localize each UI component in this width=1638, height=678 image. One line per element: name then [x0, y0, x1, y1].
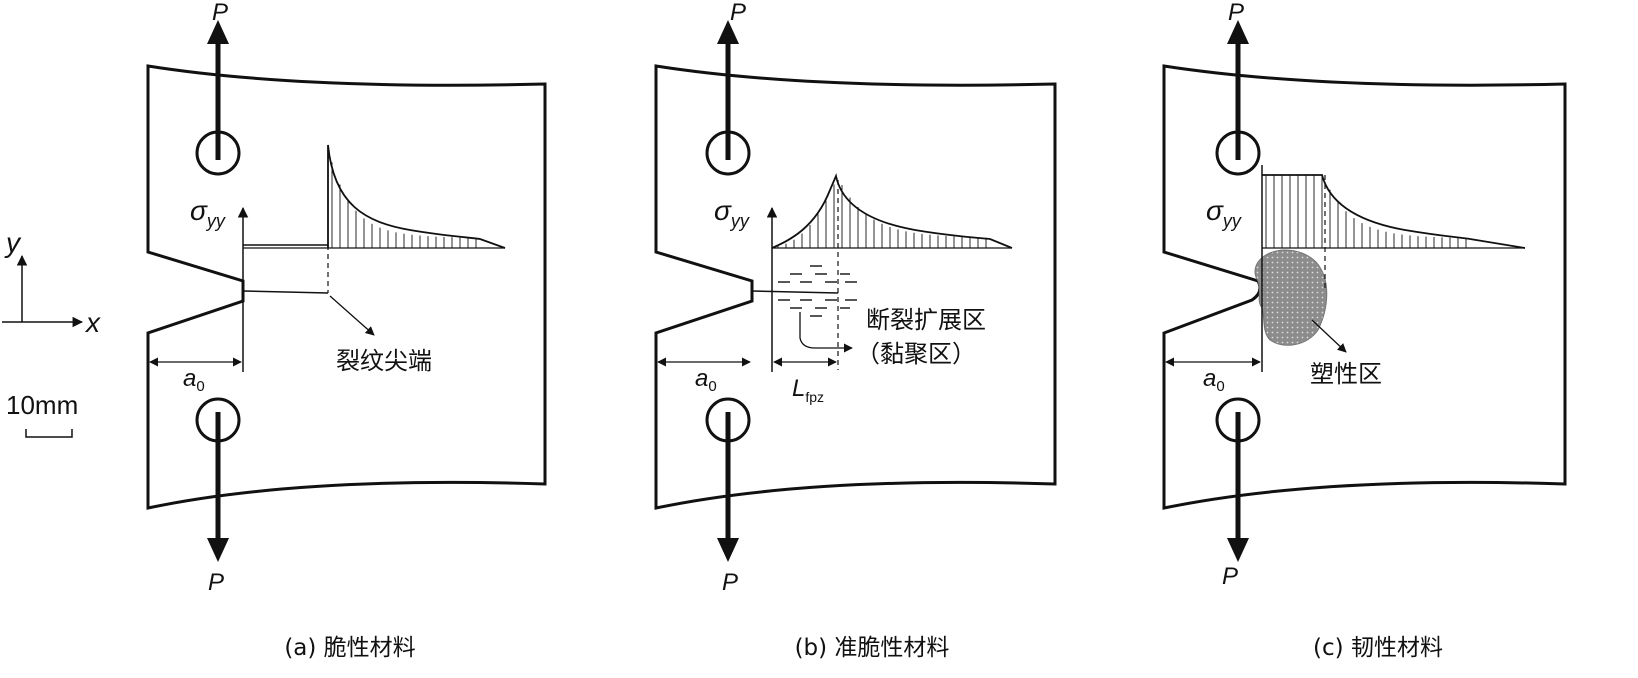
stress-axis-label: σyy — [714, 195, 750, 231]
crack-length-label: a0 — [183, 365, 205, 395]
load-bottom-label: P — [722, 569, 738, 596]
specimen-outline — [1162, 64, 1567, 510]
panel-a: P P σyy a0 裂纹尖端 — [146, 0, 547, 596]
stress-curve — [771, 173, 1013, 249]
fpz-length-label: Lfpz — [792, 375, 824, 405]
scale-bar-label: 10mm — [6, 390, 78, 420]
stress-curve — [327, 144, 506, 249]
bottom-load-arrow — [717, 538, 739, 562]
scale-bar: 10mm — [6, 390, 78, 438]
top-load-arrow — [207, 20, 229, 44]
axis-x-label: x — [84, 307, 101, 338]
load-top-label: P — [730, 0, 746, 26]
cohesive-zone-dashes — [778, 265, 857, 317]
plastic-zone-blob — [1254, 249, 1328, 346]
bottom-load-arrow — [207, 538, 229, 562]
axis-indicator: y x — [2, 227, 101, 338]
crack-length-label: a0 — [695, 365, 717, 395]
load-top-label: P — [1228, 0, 1244, 26]
specimen-outline — [146, 64, 547, 510]
stress-curve — [1262, 174, 1526, 249]
panel-b: P P σyy 断裂扩展区 （黏聚区） a0 — [654, 0, 1057, 596]
bottom-load-arrow — [1227, 538, 1249, 562]
top-load-arrow — [1227, 20, 1249, 44]
specimen-outline — [654, 64, 1057, 510]
top-load-arrow — [717, 20, 739, 44]
crack-tip-label: 裂纹尖端 — [336, 347, 432, 375]
load-bottom-label: P — [1222, 563, 1238, 590]
panel-c: P P σyy a0 塑性区 — [1162, 0, 1567, 590]
stress-axis-label: σyy — [190, 195, 226, 231]
caption-b: (b) 准脆性材料 — [794, 635, 950, 661]
cohesive-zone-label: （黏聚区） — [856, 340, 976, 368]
axis-y-label: y — [4, 227, 22, 258]
load-top-label: P — [212, 0, 228, 26]
caption-a: (a) 脆性材料 — [284, 635, 416, 661]
caption-c: (c) 韧性材料 — [1313, 635, 1443, 661]
fracture-zone-label: 断裂扩展区 — [866, 306, 986, 334]
load-bottom-label: P — [208, 569, 224, 596]
crack-length-label: a0 — [1203, 365, 1225, 395]
plastic-zone-label: 塑性区 — [1310, 360, 1382, 388]
stress-axis-label: σyy — [1206, 195, 1242, 231]
